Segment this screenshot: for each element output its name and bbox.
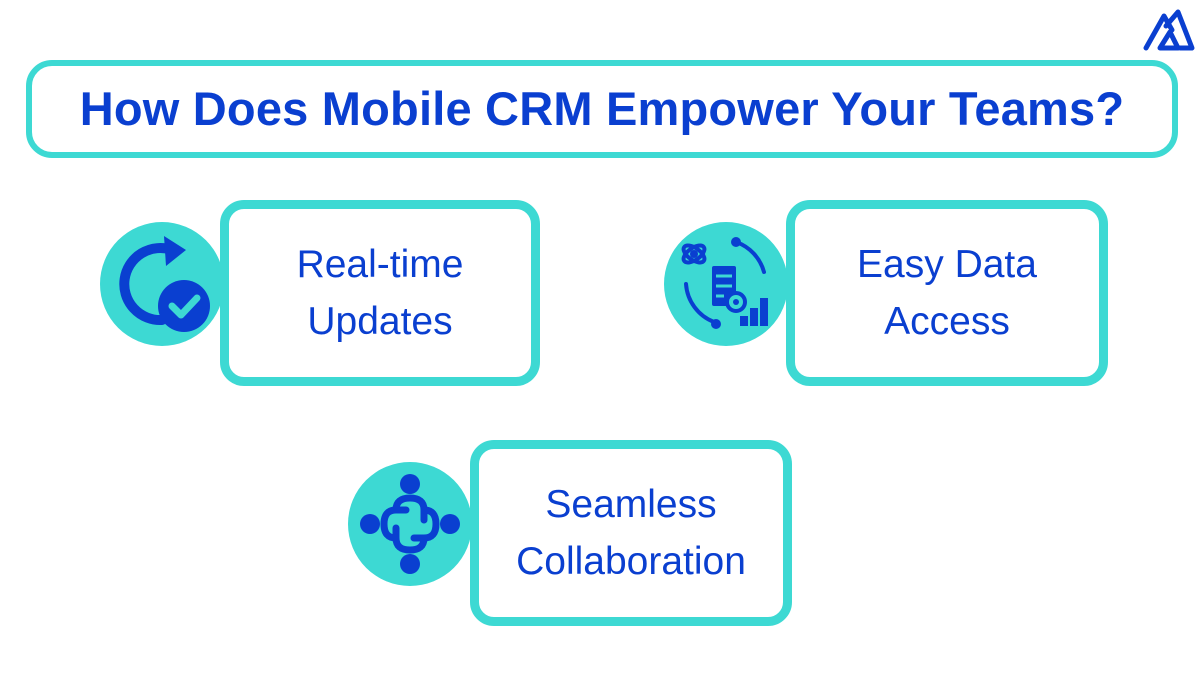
refresh-check-icon [100, 222, 224, 346]
data-server-analytics-icon [664, 222, 788, 346]
mountain-logo-icon [1140, 8, 1196, 52]
page-title: How Does Mobile CRM Empower Your Teams? [79, 81, 1125, 135]
feature-card-easy-data-access: Easy Data Access [786, 200, 1108, 386]
feature-label: Easy Data Access [857, 243, 1037, 343]
feature-card-real-time-updates: Real-time Updates [220, 200, 540, 386]
feature-label: Real-time Updates [296, 243, 464, 343]
title-banner: How Does Mobile CRM Empower Your Teams? [26, 60, 1178, 158]
feature-label: Seamless Collaboration [516, 483, 746, 583]
feature-card-seamless-collaboration: Seamless Collaboration [470, 440, 792, 626]
team-collaboration-icon [348, 462, 472, 586]
